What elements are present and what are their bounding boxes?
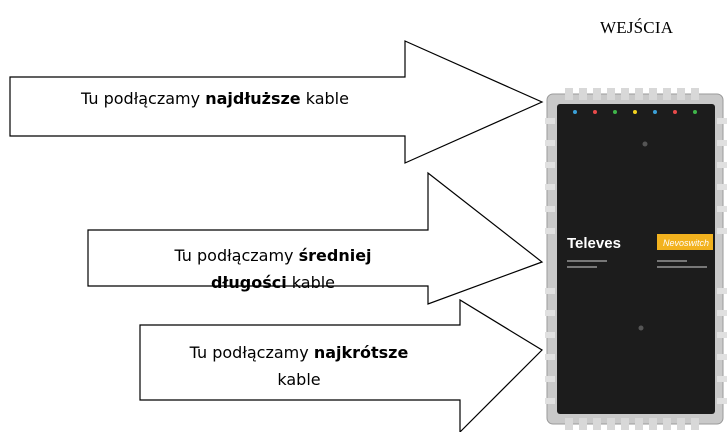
arrow-bottom-label: Tu podłączamy najkrótsze kable [140, 339, 458, 393]
arrow-bottom-bold: najkrótsze [313, 343, 409, 362]
left-connectors [545, 118, 555, 404]
device-product-label: Nevoswitch [663, 238, 709, 248]
inputs-heading: WEJŚCIA [600, 18, 674, 37]
arrow-bottom-suffix: kable [277, 370, 321, 389]
arrow-middle [87, 171, 544, 305]
top-connectors [565, 88, 699, 100]
screws [638, 141, 648, 331]
bottom-connectors [565, 418, 699, 430]
device-body [557, 104, 715, 414]
arrow-top-label: Tu podłączamy najdłuższe kable [10, 87, 420, 111]
arrow-middle-prefix: Tu podłączamy [174, 246, 299, 265]
multiswitch-device: Televes Nevoswitch [545, 88, 727, 430]
arrow-bottom-prefix: Tu podłączamy [189, 343, 314, 362]
right-connectors [717, 118, 727, 404]
arrow-top [9, 40, 544, 164]
device-brand: Televes [567, 235, 621, 252]
led-dots [573, 110, 697, 114]
arrow-middle-bold-1: średniej [298, 246, 372, 265]
arrow-middle-suffix: kable [286, 273, 336, 292]
device-product-label-bg [657, 234, 713, 250]
arrow-middle-bold-2: długości [210, 273, 287, 292]
arrow-top-prefix: Tu podłączamy [81, 89, 206, 108]
arrow-top-bold: najdłuższe [205, 89, 301, 108]
device-fine-print [567, 260, 707, 268]
arrow-middle-label: Tu podłączamy średniej długości kable [128, 242, 418, 296]
arrow-bottom [139, 298, 543, 432]
arrow-top-suffix: kable [300, 89, 349, 108]
